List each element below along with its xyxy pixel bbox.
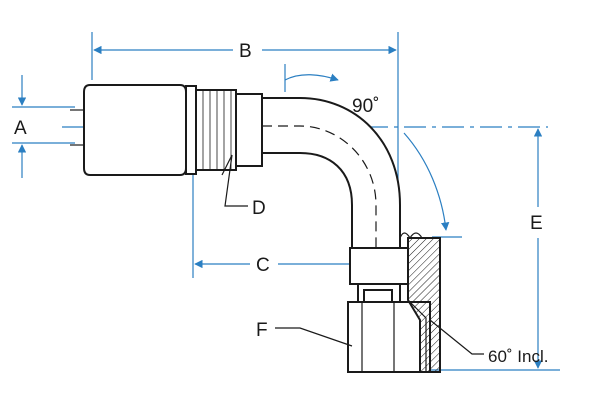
label-c: C: [256, 255, 270, 276]
tube-nut: [349, 247, 409, 285]
label-angle-60: 60˚ Incl.: [488, 347, 548, 366]
bent-tube: [261, 97, 401, 251]
label-e: E: [530, 213, 543, 234]
tube-bore-centerline: [262, 125, 377, 250]
label-d: D: [252, 198, 266, 219]
leader-d-tick: [221, 154, 233, 176]
crimp-ribs: [202, 90, 232, 170]
angle-90-arc-top: [284, 73, 339, 82]
label-b: B: [239, 41, 252, 62]
label-f: F: [256, 320, 268, 341]
socket-collar: [235, 93, 263, 167]
label-angle-90: 90˚: [352, 96, 379, 117]
nut-thread-band: [363, 289, 393, 303]
cone-seat: [407, 299, 427, 372]
dimension-lines: [12, 32, 560, 371]
ferrule-ring: [185, 85, 197, 175]
section-break-line: [399, 232, 423, 240]
label-a: A: [14, 118, 27, 139]
labels: A B C D E F 90˚ 60˚ Incl.: [14, 41, 548, 366]
leader-f: [275, 327, 353, 347]
socket-shell: [83, 84, 187, 176]
fitting-body: [70, 84, 441, 373]
leader-60: [429, 319, 484, 355]
leader-lines: [221, 154, 484, 355]
angle-90-arc-right: [403, 132, 450, 231]
leader-d: [224, 154, 248, 207]
